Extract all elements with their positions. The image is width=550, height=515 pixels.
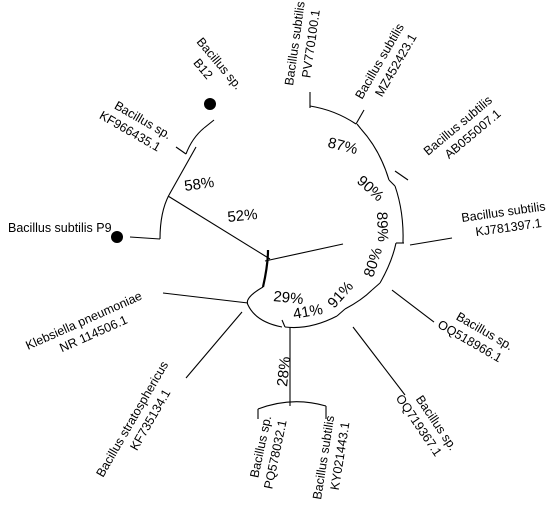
stem-87 xyxy=(356,123,362,130)
tree-branches xyxy=(129,92,453,419)
label-p9: Bacillus subtilis P9 xyxy=(8,221,112,235)
label-kf966: Bacillus sp. KF966435.1 xyxy=(97,98,174,154)
support-90: 90% xyxy=(353,172,387,205)
support-41: 41% xyxy=(292,301,325,323)
branch-kj781 xyxy=(409,237,453,246)
label-strat-line1: Bacillus stratosphericus xyxy=(93,359,171,480)
arc-80 xyxy=(379,242,397,284)
label-mz452: Bacillus subtilis MZ452423.1 xyxy=(352,21,419,101)
stem-90 xyxy=(388,179,396,187)
label-strat: Bacillus stratosphericus KF735134.1 xyxy=(93,359,173,480)
taxon-labels: Bacillus sp. B12 Bacillus sp. KF966435.1… xyxy=(8,1,546,501)
root-arc xyxy=(261,249,270,288)
label-pv770: Bacillus subtilis PV770100.1 xyxy=(282,1,323,87)
label-kj781: Bacillus subtilis KJ781397.1 xyxy=(460,199,546,239)
bootstrap-values: 58% 52% 87% 90% 89% 80% 91% 41% 29% 28% xyxy=(183,134,391,387)
marker-p9 xyxy=(111,231,123,243)
arc-91 xyxy=(344,289,373,310)
root-line xyxy=(264,243,344,262)
marker-b12 xyxy=(204,98,216,110)
arc-29 xyxy=(246,286,283,328)
stem-58 xyxy=(168,146,197,196)
label-oq719: Bacillus sp. OQ719367.1 xyxy=(393,392,460,459)
label-ab055: Bacillus subtilis AB055007.1 xyxy=(421,93,504,161)
support-91: 91% xyxy=(324,278,357,312)
label-oq518: Bacillus sp. OQ518966.1 xyxy=(435,309,515,365)
stem-41 xyxy=(281,319,286,328)
stem-91 xyxy=(336,308,346,317)
branch-mz452 xyxy=(355,109,365,125)
branch-kleb xyxy=(162,292,249,304)
label-kleb: Klebsiella pneumoniae NR 114506.1 xyxy=(24,289,145,355)
support-58: 58% xyxy=(183,174,215,195)
support-28: 28% xyxy=(274,356,294,388)
support-80: 80% xyxy=(361,245,386,279)
branch-oq719 xyxy=(352,326,406,396)
label-b12: Bacillus sp. B12 xyxy=(190,35,245,92)
stem-80 xyxy=(371,282,381,291)
arc-89 xyxy=(394,185,404,244)
branch-ab055 xyxy=(394,170,409,181)
branch-b12 xyxy=(203,119,215,129)
support-87: 87% xyxy=(326,134,359,158)
arc-58-p9 xyxy=(159,194,170,240)
support-29: 29% xyxy=(273,288,305,308)
arc-87 xyxy=(309,105,357,125)
support-89: 89% xyxy=(373,212,391,243)
branch-strat xyxy=(185,311,243,379)
branch-oq518 xyxy=(391,289,435,323)
label-ky021: Bacillus subtilis KY021443.1 xyxy=(310,415,352,501)
label-pq578: Bacillus sp. PQ578032.1 xyxy=(247,414,289,490)
arc-41 xyxy=(284,315,338,329)
support-52: 52% xyxy=(227,206,259,226)
arc-90 xyxy=(360,128,390,181)
branch-p9 xyxy=(129,236,161,240)
arc-28 xyxy=(257,401,327,410)
branch-kf966 xyxy=(175,146,187,155)
arc-b12-kf966 xyxy=(185,127,205,155)
stem-52 xyxy=(167,195,271,260)
